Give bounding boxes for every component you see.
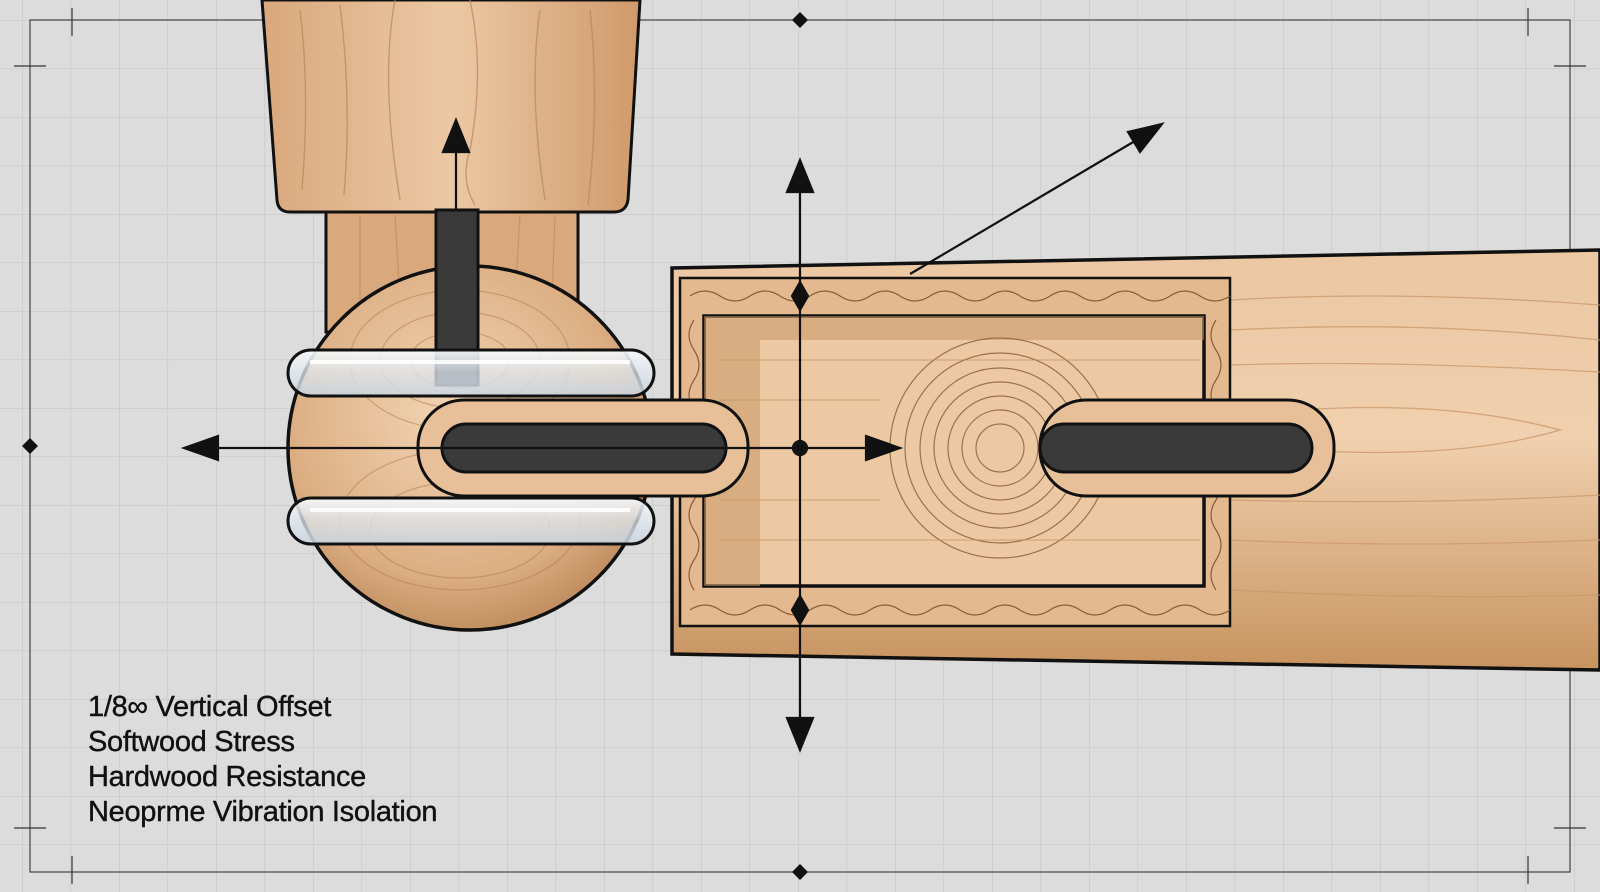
neoprene-rings [286, 348, 656, 546]
frame-markers [22, 12, 808, 880]
annotation-labels: 1/8∞ Vertical Offset Softwood Stress Har… [88, 690, 438, 830]
tenon-right [1038, 398, 1336, 498]
label-neoprene-isolation: Neoprme Vibration Isolation [88, 796, 438, 828]
corner-ticks [14, 8, 1586, 884]
label-vertical-offset: 1/8∞ Vertical Offset [88, 691, 332, 723]
label-hardwood-resistance: Hardwood Resistance [88, 761, 367, 793]
dimension-arrows [180, 117, 1165, 753]
label-softwood-stress: Softwood Stress [88, 726, 295, 758]
